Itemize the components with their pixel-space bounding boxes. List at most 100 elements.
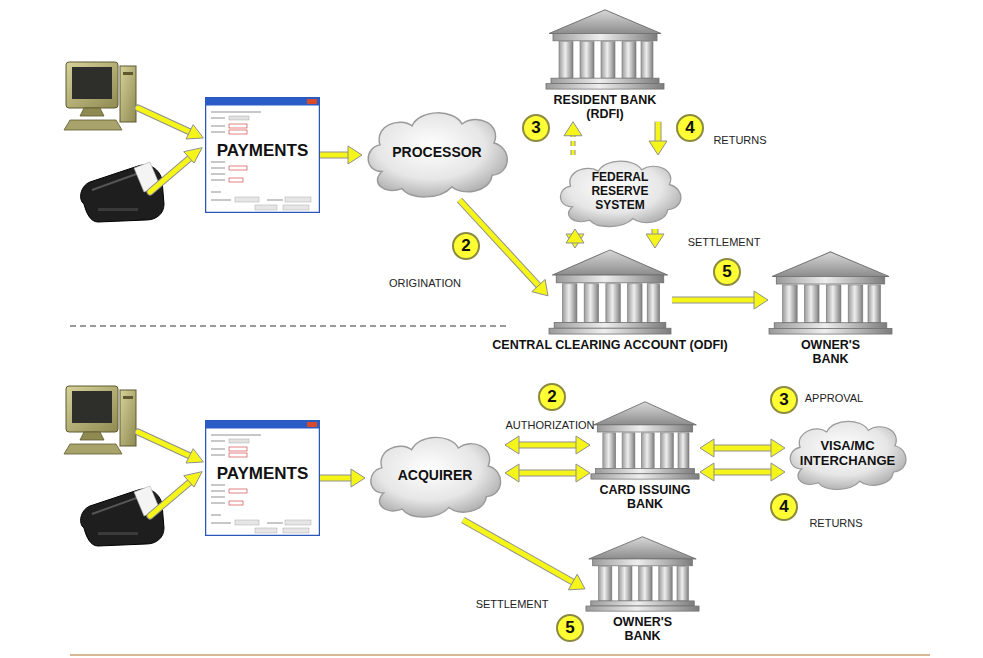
cloud-label: PROCESSOR (392, 144, 481, 160)
arrow-head (568, 574, 585, 590)
bank-icon (586, 537, 699, 611)
computer-icon (64, 386, 136, 454)
connector-line (320, 476, 353, 481)
connector (672, 291, 768, 309)
bank-icon (591, 402, 699, 479)
connector-line (517, 443, 578, 448)
connector-outline (672, 297, 756, 304)
arrow-head (646, 234, 664, 248)
bank-icon (768, 250, 893, 335)
connector-outline (463, 520, 575, 583)
callout-number: 2 (452, 232, 480, 260)
input-arrows (138, 108, 203, 516)
callout-number: 4 (676, 114, 704, 142)
bank-icon (585, 535, 700, 612)
cloud-node: ACQUIRER (365, 430, 505, 520)
flow-label: APPROVAL (805, 392, 864, 404)
cloud-shape (560, 161, 680, 227)
arrow-head (700, 463, 714, 481)
arrow-head (532, 279, 548, 295)
cloud-text-box: FEDERAL RESERVE SYSTEM (555, 155, 685, 229)
cloud-shape (371, 437, 501, 517)
connector-line (656, 122, 661, 143)
connector-outline (655, 122, 662, 143)
callout-number: 3 (770, 386, 798, 414)
cloud-node: PROCESSOR (362, 105, 512, 200)
callout-number: 3 (522, 114, 550, 142)
arrow-head (566, 229, 584, 243)
flow-label: SETTLEMENT (688, 236, 761, 248)
connector-line (712, 446, 773, 451)
connector (700, 463, 785, 481)
connector-line (517, 471, 578, 476)
connector (320, 469, 365, 487)
cloud-text-box: VISA/MC INTERCHANGE (785, 415, 910, 492)
bank-label: OWNER'S BANK (783, 338, 879, 367)
connector (320, 146, 362, 164)
bank-node: CENTRAL CLEARING ACCOUNT (ODFI) (548, 248, 672, 352)
bank-icon (545, 8, 665, 90)
cloud-node: FEDERAL RESERVE SYSTEM (555, 155, 685, 229)
window-shape (206, 98, 320, 213)
bank-node: CARD ISSUING BANK (590, 400, 700, 512)
arrow-head (754, 291, 768, 309)
arrow-head (771, 439, 785, 457)
bank-icon (548, 248, 672, 335)
cloud-label: VISA/MC INTERCHANGE (797, 439, 899, 469)
flow-label: RETURNS (713, 134, 766, 146)
flow-label: ORIGINATION (389, 277, 461, 289)
arrow-head (700, 439, 714, 457)
bank-node: OWNER'S BANK (768, 250, 893, 367)
connector (566, 229, 584, 248)
cloud-shape (790, 421, 906, 489)
arrow-head (505, 436, 519, 454)
cloud-label: ACQUIRER (398, 467, 473, 483)
connector-outline (712, 445, 773, 452)
flow-label: SETTLEMENT (476, 598, 549, 610)
callout-number: 5 (556, 614, 584, 642)
bank-icon (769, 252, 892, 334)
divider-line (70, 325, 510, 327)
arrow-head (771, 463, 785, 481)
connector-line (572, 134, 575, 155)
bank-icon (546, 10, 664, 89)
cloud-text-box: PROCESSOR (362, 105, 512, 200)
window-title: PAYMENTS (205, 464, 320, 484)
bank-label: OWNER'S BANK (595, 615, 691, 644)
bank-icon (590, 400, 700, 480)
connector-line (712, 470, 773, 475)
connector (700, 439, 785, 457)
connector (564, 122, 582, 155)
connector (646, 229, 664, 248)
connector (505, 464, 590, 482)
connector (649, 122, 667, 155)
bottom-rule (70, 654, 930, 656)
connector-outline (517, 442, 578, 449)
connector-outline (571, 134, 576, 155)
computer-icon (64, 62, 136, 130)
arrow-head (649, 141, 667, 155)
bank-label: CARD ISSUING BANK (585, 483, 705, 512)
window-shape (206, 421, 320, 536)
callout-number: 5 (713, 258, 741, 286)
flow-label: AUTHORIZATION (505, 419, 594, 431)
arrow-head (505, 464, 519, 482)
bank-node: RESIDENT BANK (RDFI) (545, 8, 665, 122)
connector (463, 520, 585, 590)
cloud-label: FEDERAL RESERVE SYSTEM (578, 171, 662, 212)
connector-outline (712, 469, 773, 476)
callout-number: 2 (538, 383, 566, 411)
cloud-text-box: ACQUIRER (365, 430, 505, 520)
arrow-head (564, 122, 582, 136)
bank-label: CENTRAL CLEARING ACCOUNT (ODFI) (492, 338, 728, 352)
connector-outline (320, 475, 353, 482)
arrow-head (576, 464, 590, 482)
bank-label: RESIDENT BANK (RDFI) (545, 93, 665, 122)
payment-window: PAYMENTS (205, 97, 320, 213)
cloud-shape (368, 113, 507, 197)
cloud-node: VISA/MC INTERCHANGE (785, 415, 910, 492)
arrow-head (576, 436, 590, 454)
window-title: PAYMENTS (205, 141, 320, 161)
connector-line (672, 298, 756, 303)
connector (505, 436, 590, 454)
